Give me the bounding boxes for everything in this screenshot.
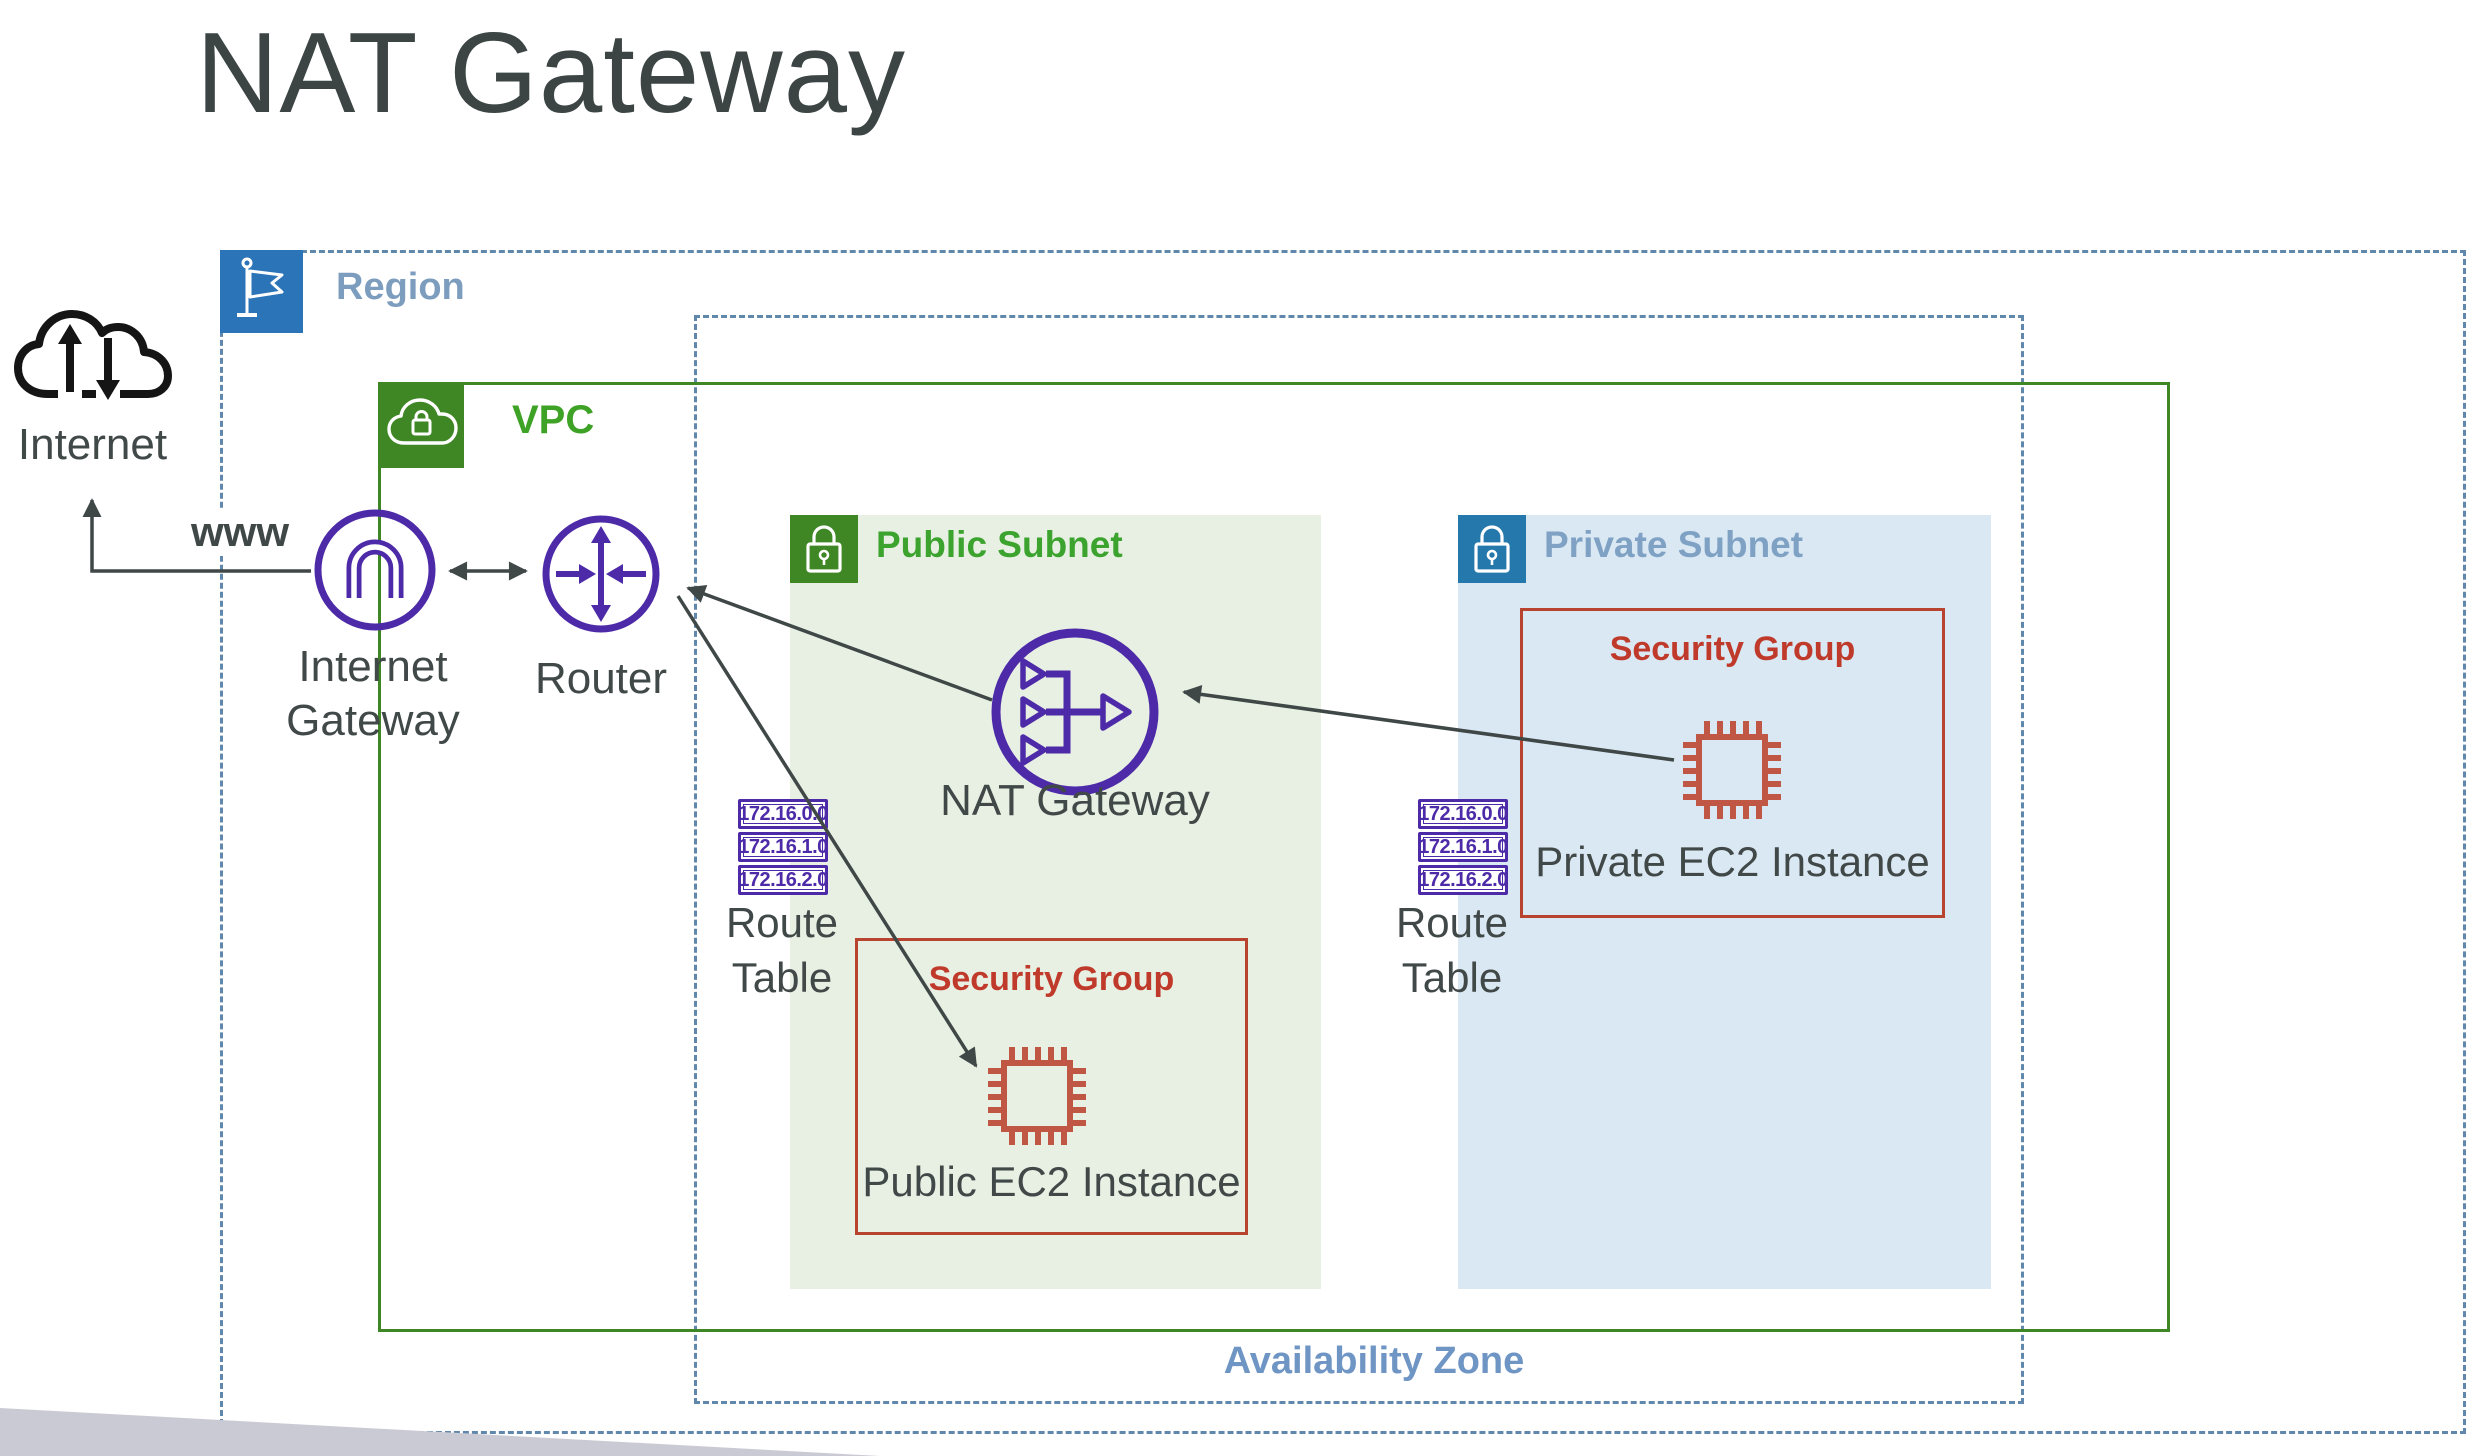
public-subnet-label: Public Subnet xyxy=(876,524,1123,565)
private-route-table: 172.16.0.0 172.16.1.0 172.16.2.0 xyxy=(1418,799,1508,898)
vpc-label: VPC xyxy=(512,398,595,442)
nat-gateway-icon xyxy=(987,624,1163,805)
route-entry: 172.16.2.0 xyxy=(738,865,828,895)
region-flag-icon xyxy=(220,250,303,333)
vpc-boundary xyxy=(378,382,2170,1332)
availability-zone-label: Availability Zone xyxy=(1223,1340,1525,1382)
private-ec2-instance-label: Private EC2 Instance xyxy=(1535,838,1930,885)
www-connection-label: www xyxy=(184,508,296,556)
public-ec2-chip-icon xyxy=(982,1041,1092,1156)
vpc-cloud-lock-icon xyxy=(378,382,464,468)
internet-label: Internet xyxy=(17,420,168,469)
public-ec2-instance-label: Public EC2 Instance xyxy=(862,1158,1241,1205)
internet-cloud-icon xyxy=(8,296,178,416)
router-icon xyxy=(539,512,663,641)
private-security-group xyxy=(1520,608,1945,918)
region-label: Region xyxy=(336,266,465,308)
route-entry: 172.16.1.0 xyxy=(1418,832,1508,862)
region-boundary xyxy=(220,250,2466,1434)
route-entry: 172.16.2.0 xyxy=(1418,865,1508,895)
private-ec2-chip-icon xyxy=(1677,715,1787,830)
private-subnet-label: Private Subnet xyxy=(1544,524,1804,565)
route-entry: 172.16.0.0 xyxy=(1418,799,1508,829)
nat-gateway-label: NAT Gateway xyxy=(940,776,1210,825)
private-subnet-area xyxy=(1458,515,1991,1289)
internet-gateway-icon xyxy=(311,506,439,639)
private-subnet-lock-icon xyxy=(1458,515,1526,583)
public-subnet-lock-icon xyxy=(790,515,858,583)
router-label: Router xyxy=(534,654,668,703)
internet-gateway-label: Internet Gateway xyxy=(286,642,460,745)
page-title: NAT Gateway xyxy=(196,10,907,137)
route-entry: 172.16.0.0 xyxy=(738,799,828,829)
public-route-table: 172.16.0.0 172.16.1.0 172.16.2.0 xyxy=(738,799,828,898)
route-entry: 172.16.1.0 xyxy=(738,832,828,862)
private-route-table-label: Route Table xyxy=(1395,899,1509,1001)
public-security-group xyxy=(855,938,1248,1235)
public-security-group-label: Security Group xyxy=(928,960,1175,998)
public-route-table-label: Route Table xyxy=(725,899,839,1001)
private-security-group-label: Security Group xyxy=(1609,630,1856,668)
